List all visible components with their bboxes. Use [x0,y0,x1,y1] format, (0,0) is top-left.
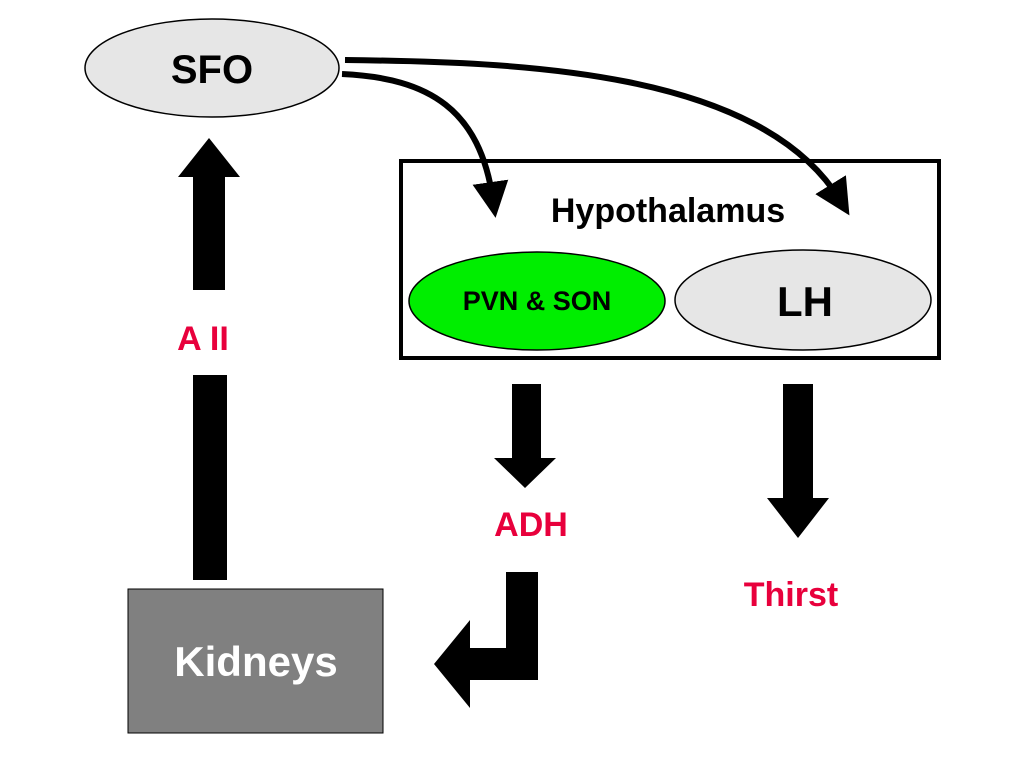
lh-ellipse [674,249,932,351]
hypothalamus-frame [399,159,941,360]
lh-label: LH [777,278,833,325]
adh-label: ADH [494,506,568,544]
kidneys-box [127,588,384,734]
hypothalamus-label: Hypothalamus [551,192,785,230]
thirst-label: Thirst [744,576,838,614]
angiotensin-label: A II [177,320,229,358]
pvn-son-node: PVN & SON [408,251,666,351]
sfo-label: SFO [171,48,253,92]
angiotensin-up-arrow-shaft [193,375,227,580]
sfo-to-lh-arrow [344,57,850,216]
sfo-ellipse [84,18,340,118]
adh-to-kidneys-arrow [434,572,538,708]
sfo-node: SFO [84,18,340,118]
sfo-to-pvn-arrow [341,71,509,218]
hypothalamus-box: Hypothalamus [399,159,941,360]
pvn-son-ellipse [408,251,666,351]
kidneys-label: Kidneys [174,638,337,685]
pvn-son-label: PVN & SON [463,286,612,316]
angiotensin-up-arrow-head [178,138,240,290]
kidneys-node: Kidneys [127,588,384,734]
lh-to-thirst-arrow [767,384,829,538]
pvn-to-adh-arrow [494,384,556,488]
lh-node: LH [674,249,932,351]
